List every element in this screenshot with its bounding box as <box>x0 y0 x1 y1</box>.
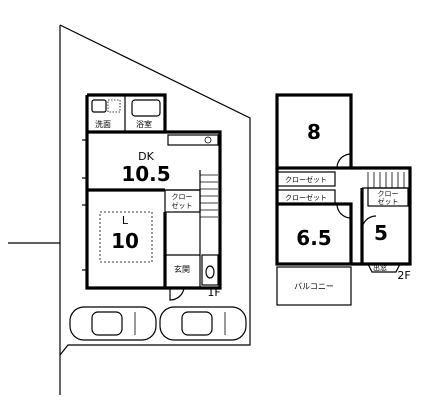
dk-label: DK <box>138 150 154 163</box>
stove-icon <box>204 136 212 144</box>
closet-1f-label-2: ゼット <box>172 201 193 210</box>
room-8-size: 8 <box>307 120 321 144</box>
closet-2f-c-label-2: ゼット <box>378 197 399 206</box>
toilet-icon <box>205 265 215 279</box>
bath-room-label: 浴室 <box>136 119 152 129</box>
car-icon <box>69 306 157 341</box>
closet-2f-a-label: クローゼット <box>285 175 327 184</box>
living-label: L <box>122 214 129 227</box>
closet-1f <box>164 189 201 213</box>
closet-2f-b-label: クローゼット <box>285 193 327 202</box>
closet-2f-c-label-1: クロー <box>378 190 399 198</box>
bay-window-label: 出窓 <box>373 263 387 272</box>
washer-icon <box>107 99 121 113</box>
car-icon <box>159 306 247 341</box>
lot-boundary <box>8 24 251 395</box>
floor-1f-label: 1F <box>207 286 220 299</box>
stairs-2f <box>362 172 410 189</box>
balcony <box>276 266 352 306</box>
living-rug <box>99 211 153 263</box>
room-6-5-size: 6.5 <box>296 226 331 250</box>
entrance-label: 玄関 <box>174 264 190 274</box>
living-size: 10 <box>111 229 139 253</box>
dk-size: 10.5 <box>121 162 170 186</box>
toilet-room <box>201 254 219 286</box>
bathtub-icon <box>131 99 161 117</box>
room-5-size: 5 <box>374 221 388 245</box>
washbasin-icon <box>91 99 107 113</box>
floor-2f-label: 2F <box>397 269 410 282</box>
closet-2f-c <box>367 187 409 207</box>
kitchen-counter <box>167 134 219 146</box>
closet-1f-label-1: クロー <box>172 193 193 201</box>
stairs-1f <box>200 174 218 218</box>
bay-window <box>367 263 401 273</box>
parking-cars <box>69 306 247 341</box>
wash-room-label: 洗面 <box>95 119 111 129</box>
first-floor-plan <box>82 93 222 301</box>
second-floor-plan <box>275 93 412 306</box>
entrance-door <box>169 287 185 301</box>
balcony-label: バルコニー <box>294 282 334 291</box>
